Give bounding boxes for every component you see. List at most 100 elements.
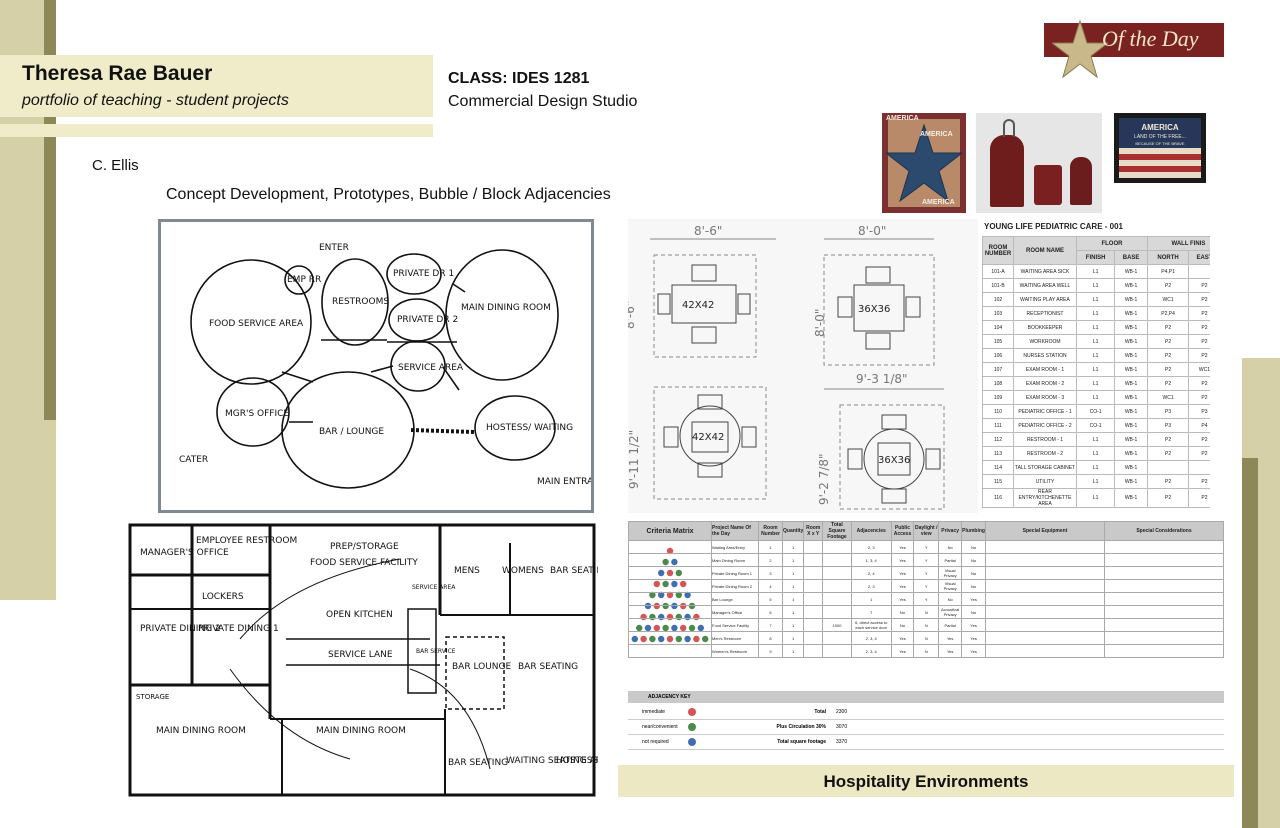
- total-label: Total: [814, 709, 826, 715]
- criteria-cell: Yes: [890, 566, 915, 580]
- schedule-cell: P2: [1188, 292, 1210, 307]
- criteria-cell: [803, 566, 824, 580]
- plan-label: BAR LOUNGE: [452, 662, 512, 672]
- schedule-cell: L1: [1075, 334, 1116, 349]
- schedule-cell: WB-1: [1114, 404, 1148, 419]
- criteria-title: Criteria Matrix: [628, 521, 712, 541]
- schedule-cell: WB-1: [1114, 376, 1148, 391]
- criteria-matrix-cell: [628, 644, 712, 658]
- schedule-cell: WORKROOM: [1013, 334, 1077, 349]
- plan-label: SERVICE LANE: [328, 650, 393, 660]
- criteria-cell: 2: [757, 553, 784, 567]
- total-label: Plus Circulation 30%: [776, 724, 826, 730]
- criteria-cell: Y: [913, 540, 940, 554]
- bubble-label: FOOD SERVICE AREA: [209, 319, 304, 329]
- schedule-cell: WB-1: [1114, 362, 1148, 377]
- schedule-cell: P2: [1146, 432, 1190, 447]
- image-caption: BECAUSE OF THE BRAVE: [1135, 141, 1185, 146]
- criteria-matrix-cell: [628, 631, 712, 645]
- portfolio-author: Theresa Rae Bauer: [22, 62, 213, 85]
- criteria-cell: No: [890, 618, 915, 632]
- criteria-cell: 7: [757, 618, 784, 632]
- criteria-cell: Y: [913, 592, 940, 606]
- plan-label: OPEN KITCHEN: [326, 610, 393, 620]
- plan-label: MANAGER'S OFFICE: [140, 548, 229, 558]
- criteria-cell: Bar Lounge: [711, 592, 759, 606]
- schedule-cell: P2: [1146, 446, 1190, 461]
- plan-label: BAR SERVICE: [416, 648, 456, 655]
- schedule-cell: WB-1: [1114, 474, 1148, 489]
- floor-plan-drawing: MANAGER'S OFFICE EMPLOYEE RESTROOM PREP/…: [128, 523, 626, 797]
- criteria-cell: Yes: [938, 644, 963, 658]
- schedule-cell: RESTROOM - 1: [1013, 432, 1077, 447]
- criteria-cell: [822, 540, 852, 554]
- criteria-cell: Y: [913, 579, 940, 593]
- criteria-cell: 3: [757, 566, 784, 580]
- criteria-note-cell: [1104, 592, 1224, 606]
- schedule-header: ROOM NUMBER: [982, 236, 1014, 265]
- criteria-cell: Private Dining Room 1: [711, 566, 759, 580]
- schedule-cell: 104: [982, 320, 1014, 335]
- criteria-cell: Manager's Office: [711, 605, 759, 619]
- prototype-table-size: 36X36: [878, 455, 910, 466]
- schedule-cell: WB-1: [1114, 306, 1148, 321]
- criteria-cell: No: [938, 592, 963, 606]
- criteria-cell: Yes: [890, 631, 915, 645]
- criteria-cell: Yes: [890, 540, 915, 554]
- schedule-cell: P2: [1188, 376, 1210, 391]
- adjacency-key-dot: [688, 723, 696, 731]
- criteria-cell: Waiting Area/Entry: [711, 540, 759, 554]
- criteria-matrix-cell: [628, 553, 712, 567]
- image-star-plaque: AMERICA AMERICA AMERICA: [882, 113, 966, 213]
- criteria-matrix-cell: [628, 566, 712, 580]
- schedule-cell: WC1: [1188, 362, 1210, 377]
- criteria-cell: Private Dining Room 2: [711, 579, 759, 593]
- criteria-note-cell: [1104, 631, 1224, 645]
- criteria-cell: Main Dining Room: [711, 553, 759, 567]
- criteria-cell: [803, 540, 824, 554]
- plan-label: PREP/STORAGE: [330, 542, 399, 552]
- bubble-label: HOSTESS/ WAITING: [486, 423, 573, 433]
- criteria-cell: [803, 553, 824, 567]
- criteria-cell: [803, 631, 824, 645]
- plan-label: WAITING SEATING AREA: [506, 756, 598, 766]
- criteria-cell: Yes: [890, 579, 915, 593]
- schedule-header: EAST: [1188, 250, 1210, 265]
- schedule-cell: UTILITY: [1013, 474, 1077, 489]
- star-icon: [886, 123, 962, 203]
- criteria-cell: Partial: [938, 553, 963, 567]
- criteria-cell: Yes: [961, 631, 986, 645]
- prototype-side-dimension: 8'-6": [628, 301, 637, 329]
- of-the-day-logo: Of the Day: [1044, 19, 1224, 79]
- schedule-cell: P2: [1188, 306, 1210, 321]
- prototype-dimension: 8'-0": [858, 224, 886, 238]
- criteria-cell: [803, 592, 824, 606]
- schedule-header: NORTH: [1146, 250, 1190, 265]
- criteria-note-cell: [1104, 553, 1224, 567]
- prototype-dimension: 9'-3 1/8": [856, 372, 908, 386]
- prototype-table-size: 42X42: [682, 300, 714, 311]
- plan-label: WOMENS: [502, 566, 544, 576]
- criteria-cell: 1: [782, 540, 805, 554]
- adjacency-key-label: near/convenient: [642, 724, 678, 730]
- plan-label: BAR SEATING: [518, 662, 578, 672]
- schedule-cell: [1188, 460, 1210, 475]
- criteria-cell: 2, 3, 4: [850, 644, 892, 658]
- schedule-cell: PEDIATRIC OFFICE - 1: [1013, 404, 1077, 419]
- schedule-cell: EXAM ROOM - 1: [1013, 362, 1077, 377]
- bubble-label: MAIN DINING ROOM: [461, 303, 551, 313]
- criteria-cell: Yes: [961, 592, 986, 606]
- criteria-cell: 1: [782, 592, 805, 606]
- criteria-cell: Y: [913, 553, 940, 567]
- criteria-matrix-cell: [628, 540, 712, 554]
- schedule-cell: L1: [1075, 306, 1116, 321]
